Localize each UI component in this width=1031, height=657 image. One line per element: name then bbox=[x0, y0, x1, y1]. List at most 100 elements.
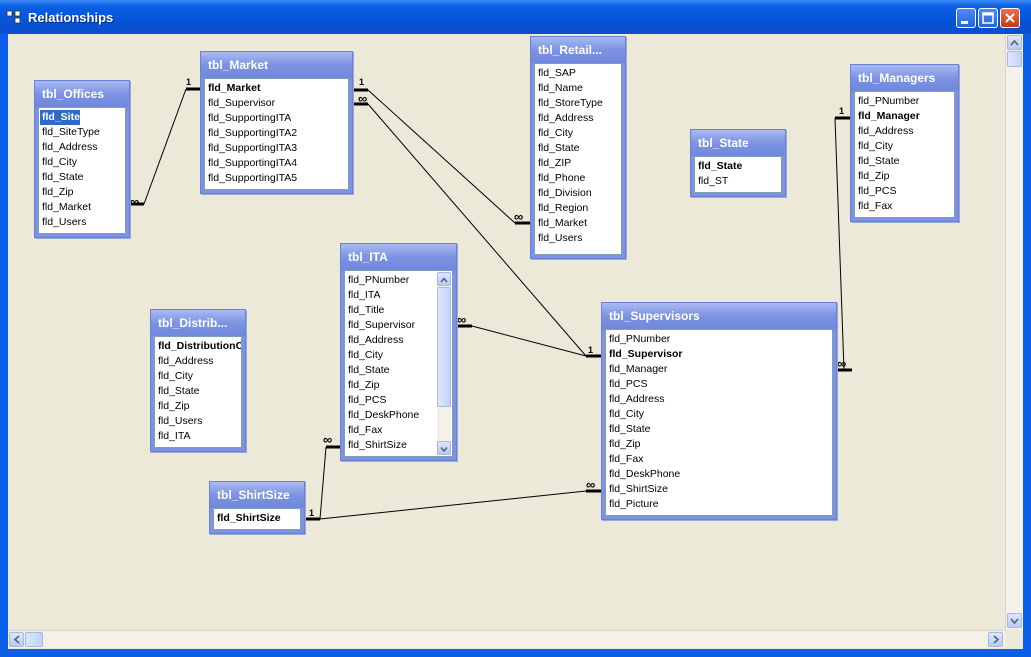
field-item[interactable]: fld_City bbox=[158, 370, 194, 382]
field-scroll-down-button[interactable] bbox=[437, 441, 451, 455]
field-item[interactable]: fld_State bbox=[42, 171, 84, 183]
field-item[interactable]: fld_State bbox=[348, 364, 390, 376]
field-item[interactable]: fld_ITA bbox=[348, 289, 381, 301]
field-item[interactable]: fld_Supervisor bbox=[609, 348, 683, 360]
field-item[interactable]: fld_Address bbox=[858, 125, 914, 137]
field-item[interactable]: fld_PNumber bbox=[348, 274, 410, 286]
field-item[interactable]: fld_Name bbox=[538, 82, 583, 94]
field-item[interactable]: fld_Phone bbox=[538, 172, 586, 184]
field-list[interactable]: fld_State fld_ST bbox=[694, 156, 782, 193]
resize-grip[interactable] bbox=[1005, 630, 1022, 647]
table-title-bar[interactable]: tbl_Distrib... bbox=[151, 310, 245, 336]
field-item[interactable]: fld_ShirtSize bbox=[609, 483, 668, 495]
field-list-scrollbar[interactable] bbox=[437, 272, 451, 455]
table-title-bar[interactable]: tbl_ITA bbox=[341, 244, 456, 270]
field-list[interactable]: fld_Market fld_Supervisor fld_SupportingIT… bbox=[204, 78, 349, 190]
field-item[interactable]: fld_State bbox=[609, 423, 651, 435]
relation-line-offices-market[interactable] bbox=[143, 88, 187, 205]
field-item[interactable]: fld_Fax bbox=[609, 453, 644, 465]
field-item[interactable]: fld_City bbox=[42, 156, 78, 168]
field-item[interactable]: fld_Address bbox=[348, 334, 404, 346]
field-item[interactable]: fld_Division bbox=[538, 187, 592, 199]
minimize-button[interactable] bbox=[956, 8, 976, 28]
field-list[interactable]: fld_ShirtSize bbox=[213, 508, 301, 530]
table-title-bar[interactable]: tbl_Offices bbox=[35, 81, 129, 107]
vertical-scroll-thumb[interactable] bbox=[1007, 51, 1022, 67]
field-item[interactable]: fld_Users bbox=[538, 232, 583, 244]
field-item[interactable]: fld_Picture bbox=[609, 498, 659, 510]
field-item[interactable]: fld_City bbox=[609, 408, 645, 420]
field-item[interactable]: fld_PCS bbox=[858, 185, 897, 197]
field-item[interactable]: fld_State bbox=[538, 142, 580, 154]
field-item[interactable]: fld_Fax bbox=[858, 200, 893, 212]
horizontal-scrollbar[interactable] bbox=[8, 630, 1005, 648]
field-list[interactable]: fld_PNumber fld_Manager fld_Address fld_Cit… bbox=[854, 91, 955, 218]
table-supervisors[interactable]: tbl_Supervisors fld_PNumber fld_Supervisor… bbox=[601, 302, 837, 520]
close-button[interactable] bbox=[1000, 8, 1020, 28]
relation-line-market-supervisors[interactable] bbox=[367, 103, 587, 357]
relation-line-managers-supervisors[interactable] bbox=[834, 117, 845, 371]
table-shirtsize[interactable]: tbl_ShirtSize fld_ShirtSize bbox=[209, 481, 305, 534]
field-item[interactable]: fld_Zip bbox=[158, 400, 190, 412]
field-item[interactable]: fld_SAP bbox=[538, 67, 576, 79]
table-title-bar[interactable]: tbl_Market bbox=[201, 52, 352, 78]
field-item[interactable]: fld_ShirtSize bbox=[348, 439, 407, 451]
field-item[interactable]: fld_Supervisor bbox=[348, 319, 416, 331]
field-item[interactable]: fld_PNumber bbox=[858, 95, 920, 107]
table-title-bar[interactable]: tbl_Retail... bbox=[531, 37, 625, 63]
field-item[interactable]: fld_Site bbox=[39, 109, 81, 126]
field-item[interactable]: fld_Region bbox=[538, 202, 589, 214]
field-item[interactable]: fld_Address bbox=[42, 141, 98, 153]
field-item[interactable]: fld_Address bbox=[538, 112, 594, 124]
field-item[interactable]: fld_PNumber bbox=[609, 333, 671, 345]
field-scroll-thumb[interactable] bbox=[437, 287, 451, 407]
field-item[interactable]: fld_DeskPhone bbox=[609, 468, 681, 480]
field-item[interactable]: fld_PCS bbox=[609, 378, 648, 390]
field-item[interactable]: fld_Users bbox=[42, 216, 87, 228]
field-item[interactable]: fld_Address bbox=[158, 355, 214, 367]
title-bar[interactable]: Relationships bbox=[0, 0, 1031, 34]
relation-line-shirtsize-supervisors[interactable] bbox=[319, 490, 587, 520]
field-item[interactable]: fld_PCS bbox=[348, 394, 387, 406]
field-item[interactable]: fld_Market bbox=[538, 217, 588, 229]
table-title-bar[interactable]: tbl_State bbox=[691, 130, 785, 156]
field-item[interactable]: fld_State bbox=[158, 385, 200, 397]
table-market[interactable]: tbl_Market fld_Market fld_Supervisor fld_Su… bbox=[200, 51, 353, 194]
field-item[interactable]: fld_Market bbox=[42, 201, 92, 213]
field-item[interactable]: fld_State bbox=[858, 155, 900, 167]
field-item[interactable]: fld_Market bbox=[208, 82, 261, 94]
horizontal-scroll-thumb[interactable] bbox=[25, 632, 43, 647]
table-title-bar[interactable]: tbl_Supervisors bbox=[602, 303, 836, 329]
table-retail[interactable]: tbl_Retail... fld_SAP fld_Name fld_StoreTyp… bbox=[530, 36, 626, 259]
field-item[interactable]: fld_ZIP bbox=[538, 157, 572, 169]
field-item[interactable]: fld_ST bbox=[698, 175, 729, 187]
field-item[interactable]: fld_SiteType bbox=[42, 126, 100, 138]
field-item[interactable]: fld_SupportingITA4 bbox=[208, 157, 298, 169]
field-item[interactable]: fld_Manager bbox=[858, 110, 920, 122]
field-item[interactable]: fld_Supervisor bbox=[208, 97, 276, 109]
field-item[interactable]: fld_SupportingITA bbox=[208, 112, 292, 124]
field-item[interactable]: fld_State bbox=[698, 160, 743, 172]
table-state[interactable]: tbl_State fld_State fld_ST bbox=[690, 129, 786, 197]
table-distrib[interactable]: tbl_Distrib... fld_DistributionCe fld_Addr… bbox=[150, 309, 246, 452]
table-title-bar[interactable]: tbl_ShirtSize bbox=[210, 482, 304, 508]
field-item[interactable]: fld_ITA bbox=[158, 430, 191, 442]
field-item[interactable]: fld_SupportingITA5 bbox=[208, 172, 298, 184]
maximize-button[interactable] bbox=[978, 8, 998, 28]
field-item[interactable]: fld_City bbox=[858, 140, 894, 152]
field-item[interactable]: fld_ShirtSize bbox=[217, 512, 281, 524]
field-item[interactable]: fld_City bbox=[348, 349, 384, 361]
field-item[interactable]: fld_Zip bbox=[42, 186, 74, 198]
field-scroll-up-button[interactable] bbox=[437, 272, 451, 286]
field-item[interactable]: fld_StoreType bbox=[538, 97, 603, 109]
field-item[interactable]: fld_DistributionCe bbox=[158, 340, 242, 352]
field-item[interactable]: fld_City bbox=[538, 127, 574, 139]
field-item[interactable]: fld_Zip bbox=[348, 379, 380, 391]
scroll-down-button[interactable] bbox=[1007, 613, 1022, 628]
relation-line-market-retail[interactable] bbox=[367, 89, 516, 224]
